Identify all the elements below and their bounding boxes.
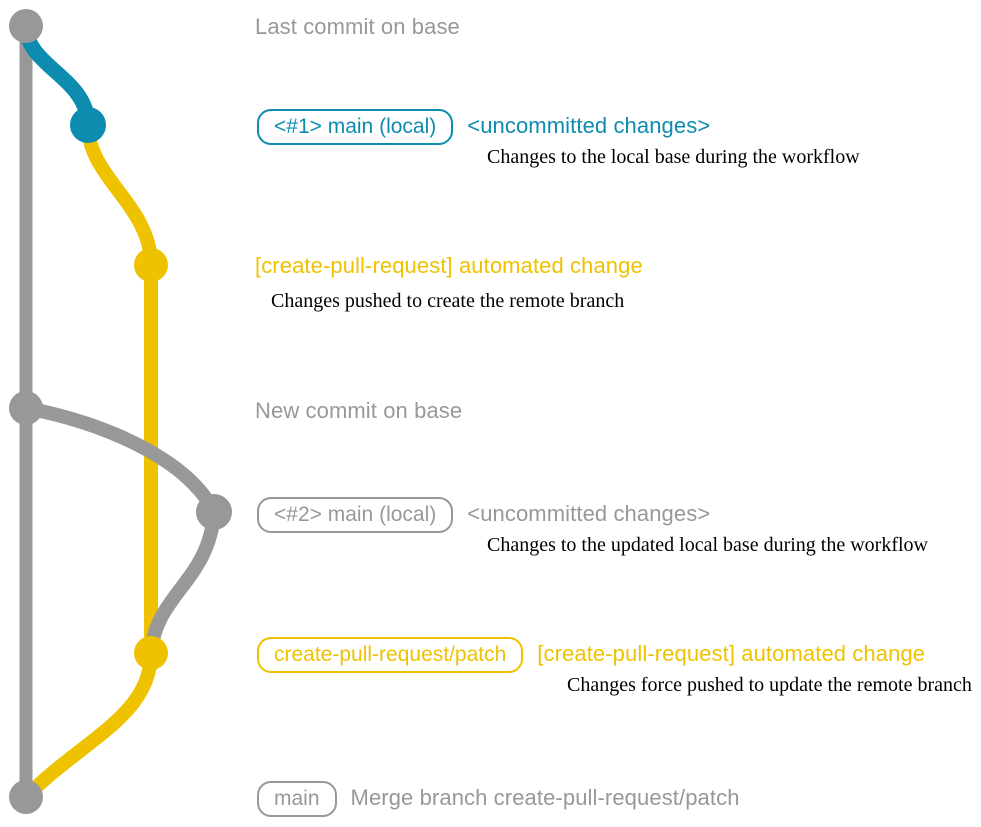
commit-node-local-2[interactable]	[196, 494, 232, 530]
row-last-commit-on-base: Last commit on base	[255, 14, 460, 40]
edge-patch2-to-merge	[19, 646, 158, 804]
row-merge-commit: main Merge branch create-pull-request/pa…	[257, 781, 740, 817]
branch-badge-label: create-pull-request/patch	[257, 637, 524, 673]
commit-subject: [create-pull-request] automated change	[255, 253, 643, 278]
branch-badge-main-local-2[interactable]: <#2> main (local)	[257, 497, 454, 533]
row-new-commit-on-base: New commit on base	[255, 398, 462, 424]
commit-node-base-new[interactable]	[9, 391, 43, 425]
branch-badge-label: <#1> main (local)	[257, 109, 454, 145]
branch-badge-main[interactable]: main	[257, 781, 337, 817]
commit-node-merge[interactable]	[9, 780, 43, 814]
commit-subject: [create-pull-request] automated change	[537, 641, 926, 666]
commit-node-local-1[interactable]	[70, 107, 106, 143]
branch-badge-label: main	[257, 781, 337, 817]
edge-local2-to-patch2	[144, 505, 221, 660]
branch-badge-label: <#2> main (local)	[257, 497, 454, 533]
commit-node-patch-2[interactable]	[134, 636, 168, 670]
commit-note-automated-change-1: Changes pushed to create the remote bran…	[271, 290, 625, 312]
commit-subject: Merge branch create-pull-request/patch	[350, 785, 740, 810]
branch-badge-create-pull-request-patch[interactable]: create-pull-request/patch	[257, 637, 524, 673]
commit-note-automated-change-2: Changes force pushed to update the remot…	[567, 674, 972, 696]
row-local-change-1: <#1> main (local) <uncommitted changes>	[257, 109, 710, 145]
section-heading: Last commit on base	[255, 14, 460, 39]
commit-node-patch-1[interactable]	[134, 248, 168, 282]
row-automated-change-2: create-pull-request/patch [create-pull-r…	[257, 637, 925, 673]
commit-subject: <uncommitted changes>	[467, 501, 711, 526]
section-heading: New commit on base	[255, 398, 463, 423]
row-local-change-2: <#2> main (local) <uncommitted changes>	[257, 497, 710, 533]
commit-subject: <uncommitted changes>	[467, 113, 711, 138]
commit-node-base-head[interactable]	[9, 9, 43, 43]
commit-note-local-change-1: Changes to the local base during the wor…	[487, 146, 860, 168]
commit-note-local-change-2: Changes to the updated local base during…	[487, 534, 928, 556]
row-automated-change-1: [create-pull-request] automated change	[255, 253, 643, 279]
edge-basenew-to-local2	[19, 401, 221, 519]
branch-badge-main-local-1[interactable]: <#1> main (local)	[257, 109, 454, 145]
edge-local1-to-patch1	[81, 118, 158, 272]
